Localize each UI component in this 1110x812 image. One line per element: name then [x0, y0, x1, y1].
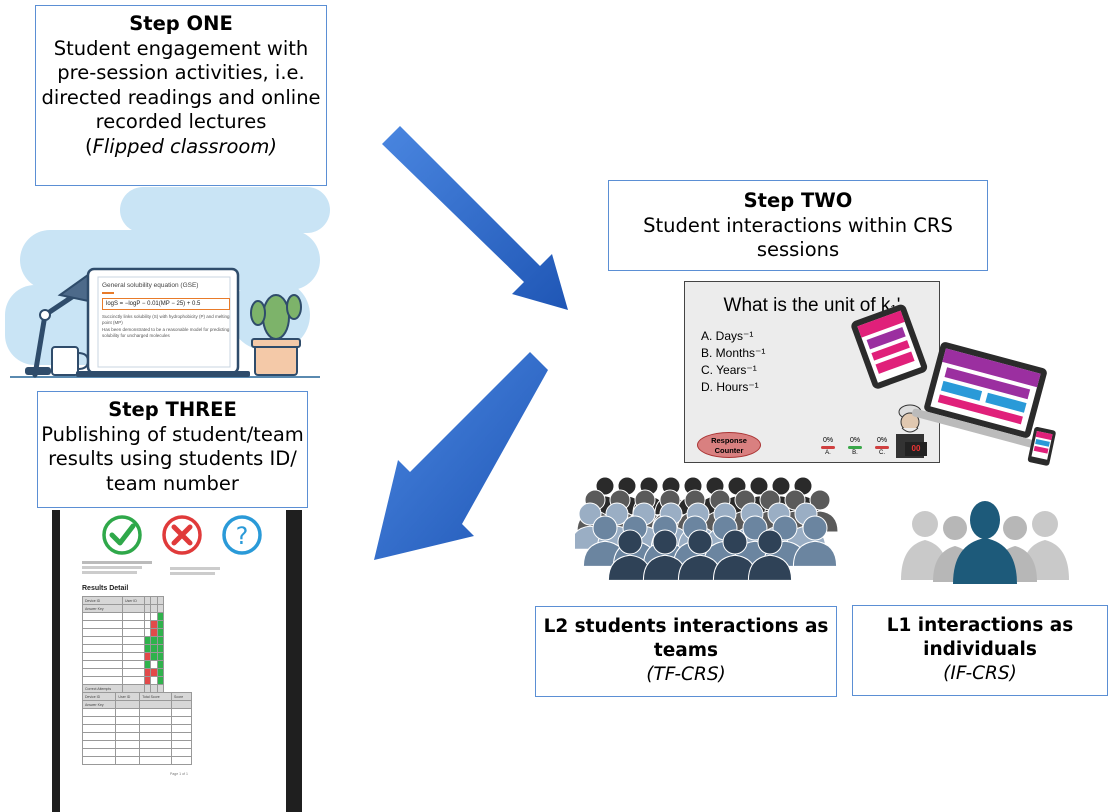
- laptop-screen-bullet2: Has been demonstrated to be a reasonable…: [102, 327, 230, 338]
- phone-icon: [1027, 426, 1056, 466]
- counter-display: 00: [905, 442, 927, 456]
- laptop-screen-bullet1: Succinctly links solubility (S) with hyd…: [102, 314, 230, 325]
- crowd-person: [747, 529, 793, 581]
- cactus-icon: [250, 294, 302, 376]
- l2-line1: L2 students interactions as: [543, 616, 829, 637]
- crowd-person: [642, 529, 688, 581]
- laptop-screen-content: General solubility equation (GSE) logS =…: [102, 282, 230, 338]
- question-icon: ?: [222, 515, 262, 555]
- check-icon: [102, 515, 142, 555]
- arrows-svg: [374, 126, 568, 560]
- step-one-line4: recorded lectures: [95, 110, 267, 133]
- l2-box: L2 students interactions as teams (TF-CR…: [535, 606, 837, 697]
- crowd-icon: [575, 476, 839, 581]
- laptop-icon: [76, 267, 250, 377]
- response-counter-badge: Response Counter: [697, 432, 761, 458]
- bg-blob-top: [120, 187, 330, 233]
- crowd-person: [792, 515, 838, 567]
- slide-options: A. Days⁻¹ B. Months⁻¹ C. Years⁻¹ D. Hour…: [701, 328, 765, 396]
- session-meta-right: [170, 566, 230, 577]
- arrow-step-one-to-two: [382, 126, 568, 310]
- step-three-line2: results using students ID/: [48, 447, 297, 470]
- pct-label-a: A.: [825, 450, 831, 456]
- laptop-device-icon: [912, 342, 1047, 449]
- results-section-title: Results Detail: [82, 585, 129, 592]
- pct-c: 0%: [876, 437, 888, 444]
- person-silhouette-icon: [901, 501, 1069, 584]
- pct-label-c: C.: [879, 450, 885, 456]
- tablet-icon: [851, 304, 928, 389]
- l1-box: L1 interactions as individuals (IF-CRS): [852, 605, 1108, 696]
- laptop-screen-equation: logS = −logP − 0.01(MP − 25) + 0.5: [102, 298, 230, 310]
- step-three-box: Step THREE Publishing of student/team re…: [37, 391, 308, 508]
- l1-line2: individuals: [923, 639, 1037, 660]
- pct-a: 0%: [822, 437, 834, 444]
- slide-option-d: D. Hours⁻¹: [701, 380, 759, 394]
- individual-person-center: [953, 501, 1017, 584]
- l2-note: (TF-CRS): [646, 664, 726, 685]
- step-one-box: Step ONE Student engagement with pre-ses…: [35, 5, 327, 186]
- step-two-box: Step TWO Student interactions within CRS…: [608, 180, 988, 271]
- doc-footer: Page 1 of 1: [170, 772, 188, 776]
- arrow-step-two-to-three: [374, 352, 548, 560]
- pct-b: 0%: [849, 437, 861, 444]
- crowd-person: [712, 529, 758, 581]
- step-three-line3: team number: [106, 471, 239, 495]
- slide-option-a: A. Days⁻¹: [701, 329, 754, 343]
- l2-line2: teams: [653, 640, 719, 661]
- step-one-line2: pre-session activities, i.e.: [57, 61, 305, 84]
- step-one-line1: Student engagement with: [53, 36, 309, 60]
- session-meta: [82, 560, 162, 575]
- step-one-note: (Flipped classroom): [85, 134, 277, 158]
- laptop-screen-title: General solubility equation (GSE): [102, 282, 199, 289]
- l1-line1: L1 interactions as: [886, 615, 1074, 636]
- result-icons-svg: ?: [102, 515, 262, 555]
- pct-bar-a: [821, 446, 835, 449]
- svg-text:?: ?: [236, 522, 249, 550]
- pct-bar-c: [875, 446, 889, 449]
- step-one-heading: Step ONE: [129, 12, 233, 35]
- pct-label-b: B.: [852, 450, 858, 456]
- slide-option-b: B. Months⁻¹: [701, 346, 766, 360]
- step-two-heading: Step TWO: [743, 189, 853, 212]
- slide-option-c: C. Years⁻¹: [701, 363, 757, 377]
- slide-question: What is the unit of k₁': [723, 295, 901, 316]
- step-two-line1: Student interactions within CRS: [643, 213, 953, 237]
- laptop-screen-accent: [102, 292, 114, 294]
- mug-icon: [51, 346, 90, 376]
- step-three-heading: Step THREE: [108, 398, 237, 421]
- pct-bar-b: [848, 446, 862, 449]
- crowd-person: [607, 529, 653, 581]
- devices-svg: [851, 304, 1056, 466]
- l1-note: (IF-CRS): [943, 663, 1017, 684]
- step-one-line3: directed readings and online: [41, 85, 321, 109]
- step-two-line2: sessions: [756, 238, 840, 261]
- laptop-scene-svg: [10, 267, 320, 378]
- crowd-person: [677, 529, 723, 581]
- step-three-line1: Publishing of student/team: [41, 422, 304, 446]
- cross-icon: [162, 515, 202, 555]
